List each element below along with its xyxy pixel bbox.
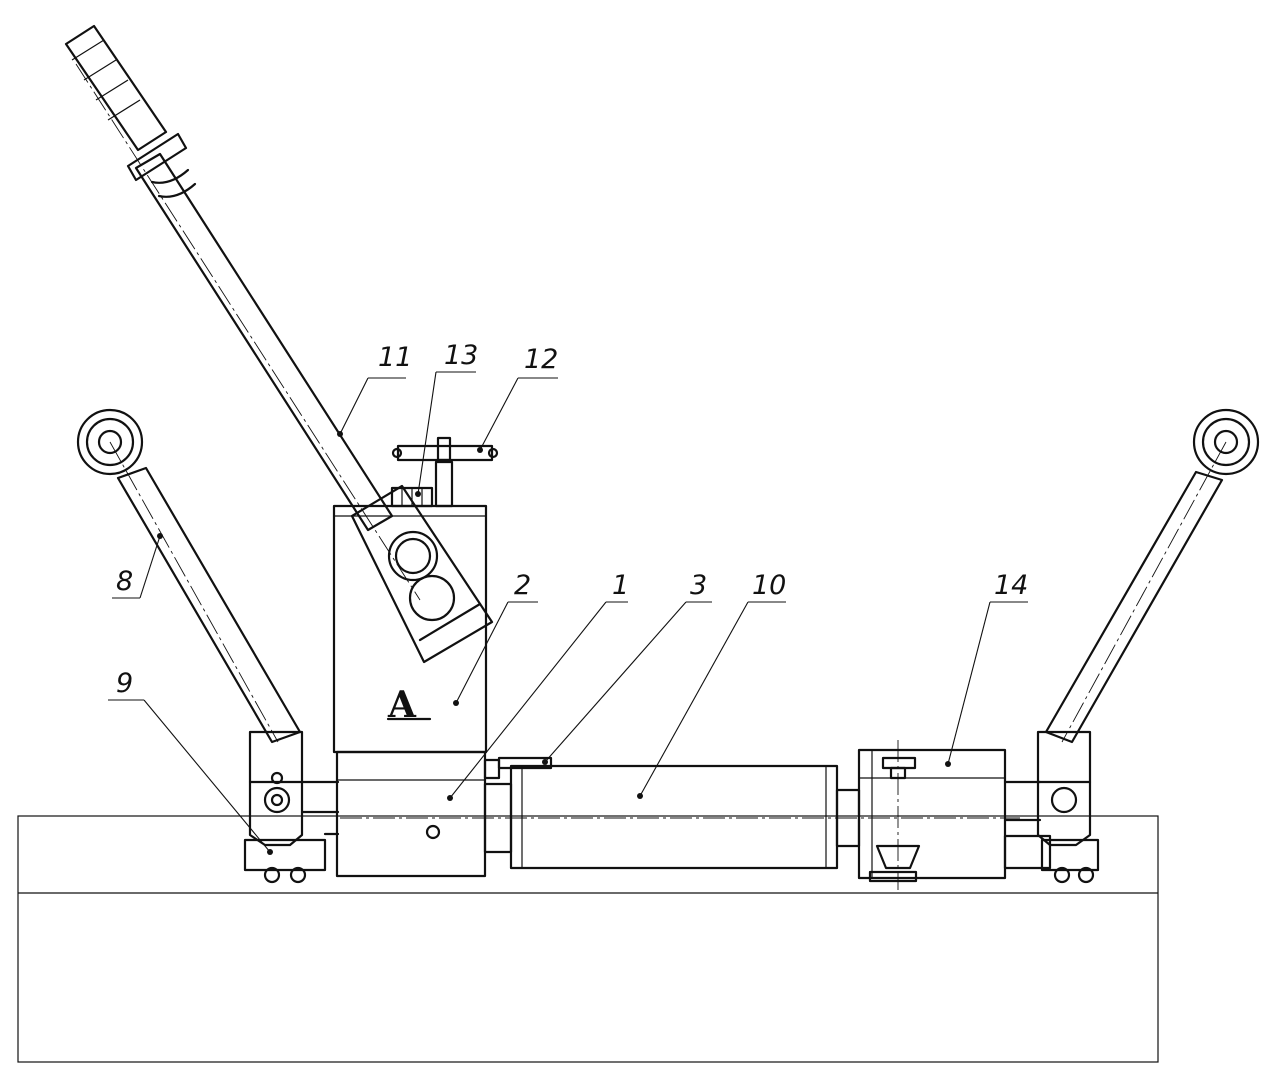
- pump-lever: [64, 24, 494, 664]
- left-support-arm: [76, 408, 302, 744]
- label-14: 14: [994, 570, 1028, 601]
- right-support-arm: [1036, 408, 1260, 884]
- position-labels: 11 13 12 8 9 2 1 3 10 14: [116, 340, 1028, 699]
- lower-housing: [335, 750, 487, 878]
- hydraulic-cylinder: [340, 764, 1020, 870]
- label-11: 11: [378, 342, 412, 373]
- pump-body: A: [332, 504, 488, 754]
- label-8: 8: [116, 566, 133, 597]
- label-9: 9: [116, 668, 133, 699]
- label-2: 2: [514, 570, 531, 601]
- valve-and-t-handle: [390, 436, 499, 508]
- label-3: 3: [690, 570, 707, 601]
- rail-base: [17, 815, 1159, 1063]
- label-12: 12: [524, 344, 558, 375]
- right-clamp-block: [857, 740, 1052, 890]
- label-13: 13: [444, 340, 478, 371]
- label-1: 1: [612, 570, 629, 601]
- leader-lines: [108, 371, 1028, 855]
- fitting: [483, 756, 553, 854]
- left-clamp: [243, 730, 340, 884]
- label-10: 10: [752, 570, 786, 601]
